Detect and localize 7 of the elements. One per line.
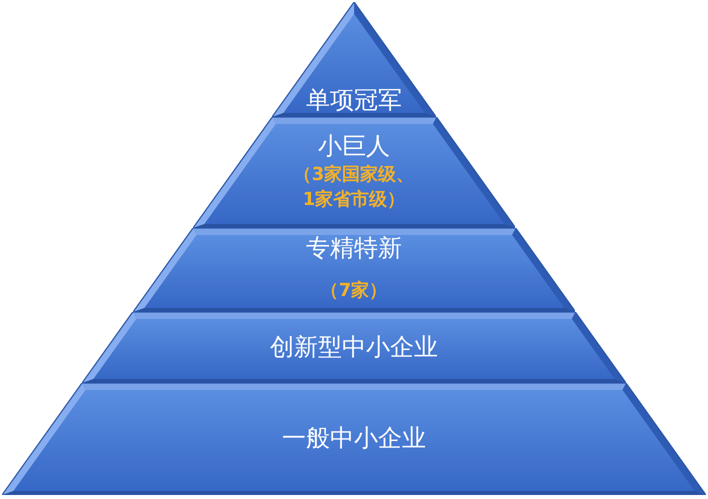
tier-label: 小巨人 <box>318 131 390 161</box>
tier-label: 创新型中小企业 <box>270 332 438 362</box>
tier-label: 一般中小企业 <box>282 423 426 453</box>
tier-note: （3家国家级、1家省市级） <box>292 163 416 212</box>
tier-note: （7家） <box>320 279 388 303</box>
tier-label: 单项冠军 <box>306 85 402 115</box>
tier-label: 专精特新 <box>306 233 402 263</box>
